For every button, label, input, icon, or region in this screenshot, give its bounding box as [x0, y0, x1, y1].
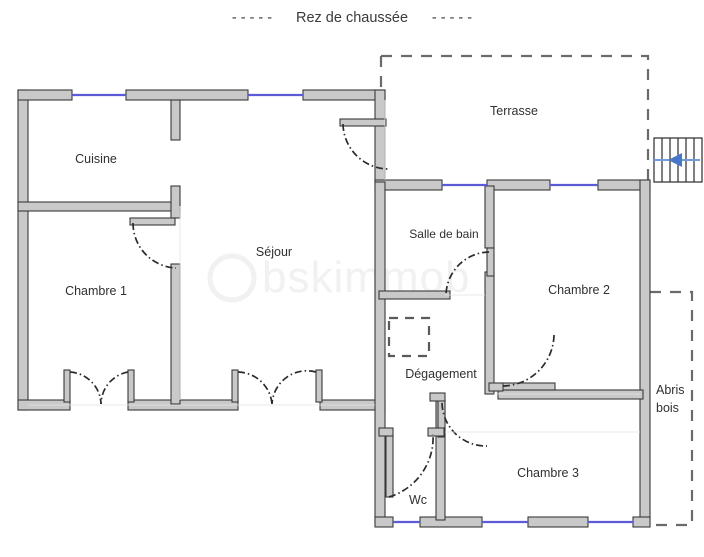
floor-hairlines: [28, 100, 640, 433]
wall-top-seg2: [125, 89, 249, 101]
room-label-chambre2: Chambre 2: [548, 283, 610, 297]
staircase-arrow-icon: [668, 153, 682, 167]
title-dash-right: - - - - -: [432, 10, 472, 26]
door-arc-bottom-right-a: [237, 371, 273, 405]
page-title: Rez de chaussée: [296, 10, 408, 26]
abris-bois-dashed-border: [650, 290, 694, 527]
room-label-degagement: Dégagement: [405, 367, 477, 381]
door-leaf-chambre1: [129, 217, 176, 226]
wall-chambre2-bottom: [497, 389, 644, 400]
wall-chambre1-sejour-lower: [170, 263, 181, 405]
door-arc-chambre3: [441, 402, 488, 447]
jamb-ch2-door: [488, 382, 504, 392]
wall-rt-bottom-seg2: [527, 516, 589, 528]
title-dash-left: - - - - -: [232, 10, 272, 26]
jamb-wc-top: [378, 427, 394, 437]
wall-rt-top-seg2: [486, 179, 551, 191]
terrasse-dashed-border: [381, 54, 650, 182]
wall-rt-bottom-seg0: [374, 516, 394, 528]
wall-cuisine-sejour-upper: [170, 99, 181, 141]
doorjamb-bottom-left-b: [127, 369, 135, 403]
windows-group: [72, 93, 633, 524]
door-arc-chambre1: [132, 222, 177, 269]
wall-cuisine-chambre1: [17, 201, 181, 212]
wall-sdb-ch2-lower: [484, 271, 495, 395]
wall-top-seg3: [302, 89, 386, 101]
wall-rt-bottom-seg3: [632, 516, 651, 528]
door-arc-chambre2: [502, 333, 555, 387]
room-label-wc: Wc: [409, 493, 427, 507]
door-leaf-chambre2: [499, 382, 556, 391]
wall-cuisine-sejour-mid: [170, 185, 181, 219]
door-arc-bottom-left-b: [100, 371, 129, 405]
abris-bois-outline: [650, 290, 694, 527]
room-label-sejour: Séjour: [256, 245, 292, 259]
room-label-terrasse: Terrasse: [490, 104, 538, 118]
placard-outline: [387, 316, 431, 358]
wall-exterior-left: [17, 89, 29, 411]
wall-rt-left: [374, 181, 386, 526]
doorjamb-bottom-right-a: [231, 369, 239, 403]
wall-rt-bottom-seg1: [419, 516, 483, 528]
staircase-group: [653, 137, 703, 183]
jamb-wc-right: [427, 427, 445, 437]
doorjamb-bottom-right-b: [315, 369, 323, 403]
door-arc-sejour: [342, 123, 389, 170]
placard-dashed-box: [387, 316, 431, 358]
room-label-salle-de-bain: Salle de bain: [409, 227, 478, 241]
door-leaf-sdb: [486, 247, 495, 277]
door-arc-bottom-left-a: [69, 371, 102, 405]
plan-title-group: - - - - - Rez de chaussée - - - - -: [232, 10, 472, 26]
area-label-abris-bois-line1: Abris: [656, 383, 684, 397]
room-labels-group: Cuisine Chambre 1 Séjour Terrasse Salle …: [65, 104, 684, 507]
door-arc-wc: [388, 433, 434, 498]
door-arcs-group: [69, 123, 555, 498]
jamb-ch3-top: [429, 392, 446, 402]
door-arc-bottom-right-b: [271, 369, 317, 405]
wall-exterior-right: [639, 179, 651, 526]
wall-sdb-ch2-upper: [484, 185, 495, 249]
room-label-chambre3: Chambre 3: [517, 466, 579, 480]
wall-top-seg1: [17, 89, 73, 101]
wall-sdb-bottom: [378, 290, 451, 300]
doorjamb-bottom-left-a: [63, 369, 71, 403]
room-label-cuisine: Cuisine: [75, 152, 117, 166]
door-leaf-sejour: [339, 118, 387, 127]
door-arc-sdb: [445, 251, 490, 296]
room-label-chambre1: Chambre 1: [65, 284, 127, 298]
watermark-logo-icon: [207, 253, 257, 303]
area-label-abris-bois-line2: bois: [656, 401, 679, 415]
door-leaf-wc: [385, 434, 394, 498]
